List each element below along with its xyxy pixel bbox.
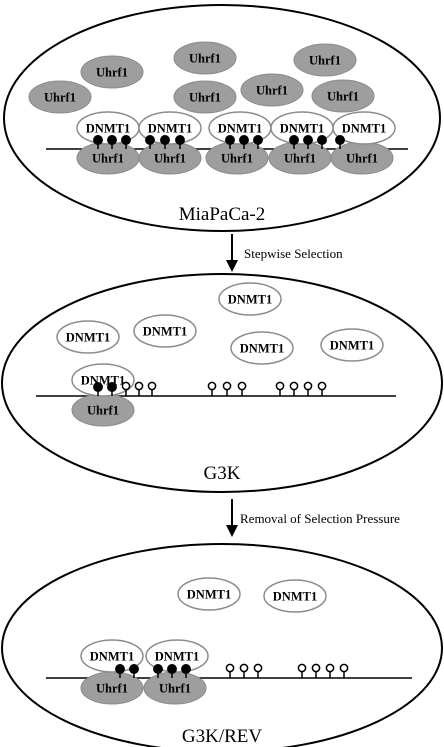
dnmt1-free: DNMT1 — [177, 577, 241, 611]
svg-text:DNMT1: DNMT1 — [330, 339, 374, 353]
methylated-cpg-group — [115, 664, 191, 678]
cell-membrane — [1, 543, 443, 747]
dnmt1-free: DNMT1 — [218, 282, 282, 316]
svg-text:Uhrf1: Uhrf1 — [154, 152, 186, 166]
svg-text:DNMT1: DNMT1 — [342, 122, 386, 136]
uhrf1-free: Uhrf1 — [293, 43, 357, 77]
svg-text:Uhrf1: Uhrf1 — [96, 66, 128, 80]
svg-text:DNMT1: DNMT1 — [90, 650, 134, 664]
svg-text:Uhrf1: Uhrf1 — [256, 84, 288, 98]
svg-text:Uhrf1: Uhrf1 — [159, 682, 191, 696]
svg-text:Uhrf1: Uhrf1 — [221, 152, 253, 166]
svg-text:Uhrf1: Uhrf1 — [189, 91, 221, 105]
uhrf1-free: Uhrf1 — [28, 80, 92, 114]
svg-text:Uhrf1: Uhrf1 — [87, 404, 119, 418]
cell-name-label: MiaPaCa-2 — [179, 204, 266, 225]
transition-arrow: Stepwise Selection — [226, 234, 343, 272]
svg-text:DNMT1: DNMT1 — [187, 588, 231, 602]
uhrf1-free: Uhrf1 — [311, 79, 375, 113]
svg-text:Uhrf1: Uhrf1 — [284, 152, 316, 166]
methylated-cpg-group — [93, 382, 117, 396]
transition-label: Removal of Selection Pressure — [240, 511, 400, 526]
svg-text:DNMT1: DNMT1 — [143, 325, 187, 339]
dnmt1-free: DNMT1 — [263, 579, 327, 613]
svg-text:Uhrf1: Uhrf1 — [96, 682, 128, 696]
dnmt1-free: DNMT1 — [56, 320, 120, 354]
dnmt1-free: DNMT1 — [230, 331, 294, 365]
unmethylated-cpg-group — [225, 663, 349, 678]
dnmt1-bound: DNMT1 — [71, 363, 135, 397]
unmethylated-cpg-group — [121, 381, 327, 396]
cell-name-label: G3K/REV — [182, 726, 263, 747]
uhrf1-free: Uhrf1 — [240, 73, 304, 107]
svg-text:Uhrf1: Uhrf1 — [92, 152, 124, 166]
uhrf1-bound: Uhrf1 — [138, 141, 202, 175]
uhrf1-bound: Uhrf1 — [143, 671, 207, 705]
uhrf1-bound: Uhrf1 — [330, 141, 394, 175]
svg-text:DNMT1: DNMT1 — [81, 374, 125, 388]
svg-text:DNMT1: DNMT1 — [148, 122, 192, 136]
svg-text:Uhrf1: Uhrf1 — [309, 54, 341, 68]
uhrf1-free: Uhrf1 — [80, 55, 144, 89]
dnmt1-bound: DNMT1 — [138, 111, 202, 145]
cell-miapaca2: Uhrf1 Uhrf1 Uhrf1 Uhrf1 Uhrf1 Uhrf1 Uhrf… — [3, 4, 441, 232]
dnmt1-free: DNMT1 — [133, 314, 197, 348]
svg-text:Uhrf1: Uhrf1 — [44, 91, 76, 105]
svg-text:DNMT1: DNMT1 — [273, 590, 317, 604]
svg-text:Uhrf1: Uhrf1 — [189, 52, 221, 66]
svg-text:Uhrf1: Uhrf1 — [327, 90, 359, 104]
uhrf1-free: Uhrf1 — [173, 41, 237, 75]
cell-g3k: DNMT1 DNMT1 DNMT1 DNMT1 DNMT1 Uhrf1 DNMT — [1, 273, 443, 493]
dnmt1-bound: DNMT1 — [80, 639, 144, 673]
svg-text:DNMT1: DNMT1 — [240, 342, 284, 356]
uhrf1-bound: Uhrf1 — [76, 141, 140, 175]
cell-name-label: G3K — [204, 463, 241, 484]
dnmt1-bound: DNMT1 — [332, 111, 396, 145]
dnmt1-free: DNMT1 — [320, 328, 384, 362]
methylated-cpg-group — [93, 135, 345, 149]
svg-text:DNMT1: DNMT1 — [228, 293, 272, 307]
svg-text:DNMT1: DNMT1 — [66, 331, 110, 345]
svg-text:Uhrf1: Uhrf1 — [346, 152, 378, 166]
svg-text:DNMT1: DNMT1 — [86, 122, 130, 136]
uhrf1-bound: Uhrf1 — [71, 393, 135, 427]
transition-arrow: Removal of Selection Pressure — [226, 499, 400, 537]
svg-text:DNMT1: DNMT1 — [280, 122, 324, 136]
svg-text:DNMT1: DNMT1 — [155, 650, 199, 664]
dnmt1-bound: DNMT1 — [145, 639, 209, 673]
cell-g3k-rev: DNMT1 DNMT1 Uhrf1 Uhrf1 DNMT1 DNMT1 — [1, 543, 443, 747]
svg-text:DNMT1: DNMT1 — [218, 122, 262, 136]
transition-label: Stepwise Selection — [244, 246, 343, 261]
uhrf1-free: Uhrf1 — [173, 80, 237, 114]
